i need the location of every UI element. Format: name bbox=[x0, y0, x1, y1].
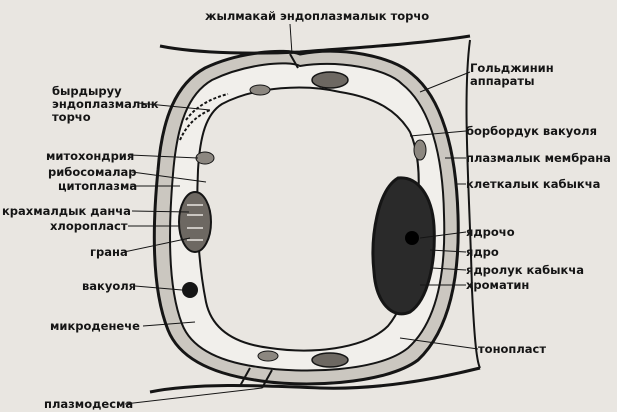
chloroplast-shape bbox=[179, 192, 211, 252]
label-vacuole: вакуоля bbox=[82, 280, 136, 293]
label-cell-wall: клеткалык кабыкча bbox=[466, 178, 600, 191]
label-plasma-membrane: плазмалык мембрана bbox=[466, 152, 611, 165]
mitochondrion-2 bbox=[250, 85, 270, 95]
mitochondrion-3 bbox=[258, 351, 278, 361]
label-chloroplast: хлоропласт bbox=[50, 220, 128, 233]
label-ribosomes: рибосомалар bbox=[48, 166, 137, 179]
label-rough-er: бырдыруу эндоплазмалык торчо bbox=[52, 85, 159, 124]
label-starch-grain: крахмалдык данча bbox=[2, 205, 131, 218]
label-plasmodesma: плазмодесма bbox=[44, 398, 133, 411]
chloroplast-shape-3 bbox=[312, 353, 348, 367]
label-central-vacuole: борбордук вакуоля bbox=[466, 125, 597, 138]
neighbor-wall-right bbox=[467, 40, 480, 368]
label-cytoplasm: цитоплазма bbox=[58, 180, 137, 193]
chloroplast-shape-2 bbox=[312, 72, 348, 88]
label-microtubule: микроденече bbox=[50, 320, 140, 333]
mitochondrion-1 bbox=[196, 152, 214, 164]
label-nucleus: ядро bbox=[466, 246, 499, 259]
label-nucleolus: ядрочо bbox=[466, 226, 515, 239]
nucleus-shape bbox=[373, 178, 434, 314]
label-nuclear-envelope: ядролук кабыкча bbox=[466, 264, 584, 277]
label-mitochondria: митохондрия bbox=[46, 150, 134, 163]
neighbor-wall-top bbox=[160, 36, 470, 53]
mitochondrion-4 bbox=[414, 140, 426, 160]
small-vacuole bbox=[182, 282, 198, 298]
label-chromatin: хроматин bbox=[466, 279, 529, 292]
label-grana: грана bbox=[90, 246, 128, 259]
label-smooth-er: жылмакай эндоплазмалык торчо bbox=[205, 10, 429, 23]
label-golgi: Гольджинин аппараты bbox=[470, 62, 554, 88]
nucleolus-shape bbox=[405, 231, 419, 245]
label-tonoplast: тонопласт bbox=[478, 343, 546, 356]
